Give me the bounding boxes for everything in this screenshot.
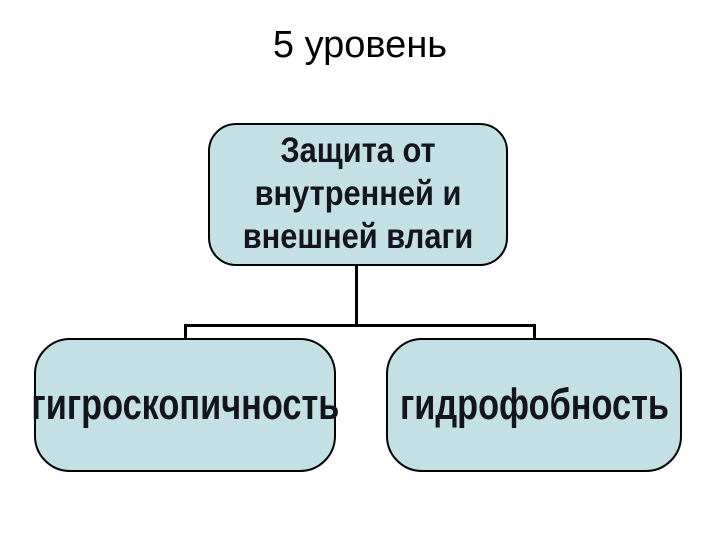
node-hygroscopicity-label: гигроскопичность <box>31 380 339 429</box>
node-root-label-line-2: внутренней и <box>254 174 462 214</box>
node-root-label-line-1: Защита от <box>280 131 436 171</box>
slide-title: 5 уровень <box>272 24 448 66</box>
connector-crossbar <box>184 324 536 327</box>
connector-drop-right <box>533 324 536 340</box>
connector-drop-left <box>184 324 187 340</box>
connector-stem <box>355 264 358 327</box>
node-hygroscopicity[interactable]: гигроскопичность <box>31 338 339 472</box>
node-hydrophobicity-label: гидрофобность <box>399 380 669 429</box>
node-hydrophobicity[interactable]: гидрофобность <box>386 338 682 472</box>
node-root-label: Защита от внутренней и внешней влаги <box>243 130 474 258</box>
node-root-label-line-3: внешней влаги <box>242 216 474 256</box>
node-protection-from-moisture[interactable]: Защита от внутренней и внешней влаги <box>208 123 508 266</box>
